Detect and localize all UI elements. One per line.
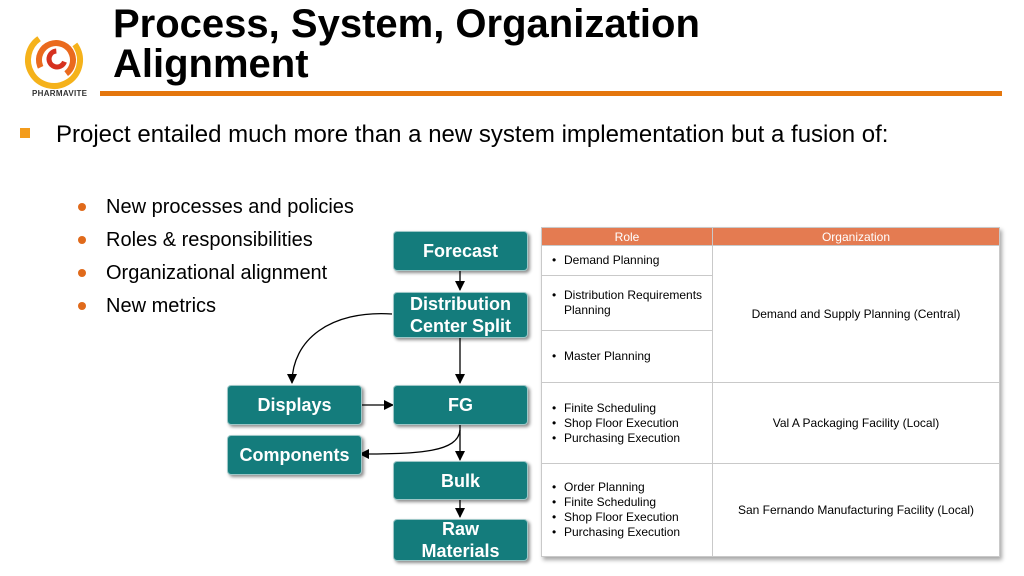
table-row: Distribution Requirements Planning bbox=[541, 275, 1000, 331]
header-role: Role bbox=[541, 227, 713, 246]
sub-bullet-item: New processes and policies bbox=[78, 191, 354, 224]
role-cell: Master Planning bbox=[541, 330, 713, 383]
main-bullet-text: Project entailed much more than a new sy… bbox=[56, 121, 889, 148]
round-bullet-icon bbox=[78, 236, 86, 244]
square-bullet-icon bbox=[20, 128, 30, 138]
fg-box: FG bbox=[393, 385, 528, 425]
slide-title: Process, System, Organization Alignment bbox=[113, 4, 700, 84]
role-cell: Order Planning Finite Scheduling Shop Fl… bbox=[541, 463, 713, 557]
table-row: Demand Planning Demand and Supply Planni… bbox=[541, 245, 1000, 383]
org-cell: Demand and Supply Planning (Central) bbox=[712, 245, 1000, 383]
logo-text: PHARMAVITE bbox=[32, 89, 88, 98]
components-box: Components bbox=[227, 435, 362, 475]
arrow-fg-to-components bbox=[359, 429, 461, 459]
forecast-box: Forecast bbox=[393, 231, 528, 271]
arrow-dist-to-displays bbox=[287, 313, 393, 384]
slide-title-line2: Alignment bbox=[113, 42, 309, 86]
title-divider bbox=[100, 91, 1002, 96]
sub-bullet-item: New metrics bbox=[78, 290, 354, 323]
main-bullet: Project entailed much more than a new sy… bbox=[20, 118, 900, 152]
table-row: Order Planning Finite Scheduling Shop Fl… bbox=[541, 463, 1000, 557]
org-cell: San Fernando Manufacturing Facility (Loc… bbox=[712, 463, 1000, 557]
role-cell: Distribution Requirements Planning bbox=[541, 275, 713, 331]
sub-bullet-item: Roles & responsibilities bbox=[78, 224, 354, 257]
role-cell: Finite Scheduling Shop Floor Execution P… bbox=[541, 382, 713, 464]
round-bullet-icon bbox=[78, 203, 86, 211]
table-row: Master Planning bbox=[541, 330, 1000, 383]
role-organization-table: Role Organization Demand Planning Demand… bbox=[541, 227, 1000, 557]
org-cell: Val A Packaging Facility (Local) bbox=[712, 382, 1000, 464]
table-header-row: Role Organization bbox=[541, 227, 1000, 246]
header-organization: Organization bbox=[712, 227, 1000, 246]
pharmavite-logo-icon bbox=[25, 31, 83, 89]
displays-box: Displays bbox=[227, 385, 362, 425]
bulk-box: Bulk bbox=[393, 461, 528, 500]
slide-title-line1: Process, System, Organization bbox=[113, 2, 700, 46]
round-bullet-icon bbox=[78, 269, 86, 277]
sub-bullet-list: New processes and policies Roles & respo… bbox=[78, 191, 354, 323]
role-cell: Demand Planning bbox=[541, 245, 713, 276]
sub-bullet-item: Organizational alignment bbox=[78, 257, 354, 290]
table-row: Finite Scheduling Shop Floor Execution P… bbox=[541, 382, 1000, 464]
round-bullet-icon bbox=[78, 302, 86, 310]
